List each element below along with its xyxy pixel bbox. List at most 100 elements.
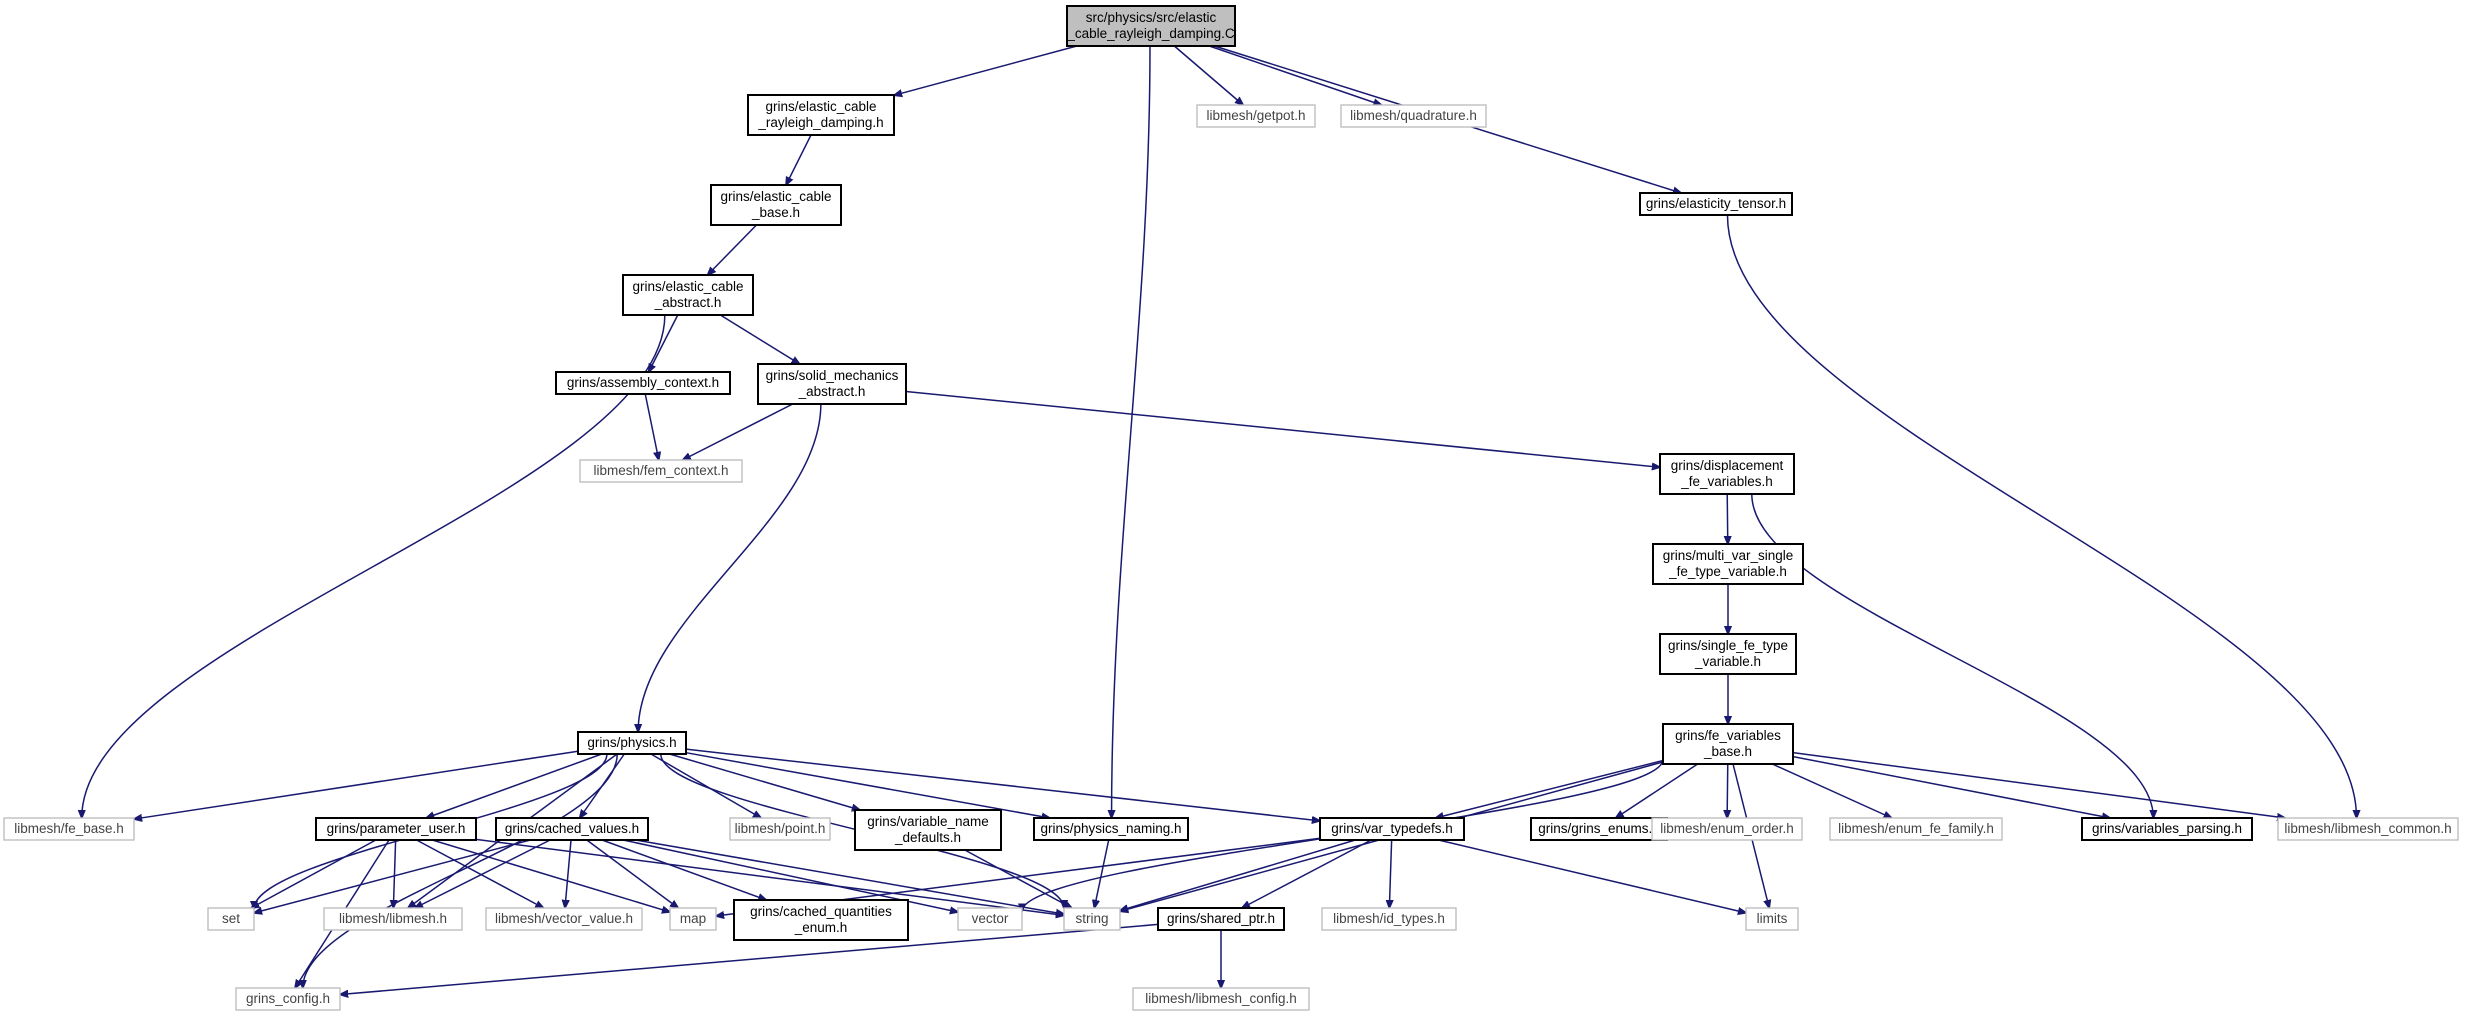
- node-box: [1132, 987, 1310, 1011]
- node-label: grins_config.h: [246, 991, 330, 1006]
- node-box: [1659, 453, 1795, 495]
- node-box: [747, 94, 895, 136]
- node-idtypes: libmesh/id_types.h: [1321, 907, 1457, 931]
- node-label: libmesh/libmesh_config.h: [1145, 991, 1297, 1006]
- edge-puser-to-string: [475, 838, 1064, 915]
- node-box: [1651, 817, 1803, 841]
- node-box: [485, 907, 643, 931]
- node-label: grins/single_fe_type: [1668, 638, 1788, 653]
- node-label: src/physics/src/elastic: [1086, 10, 1217, 25]
- edge-vnd-to-string: [964, 849, 1072, 908]
- node-label: _base.h: [1703, 744, 1752, 759]
- edge-actx-to-femctx: [644, 393, 659, 460]
- node-etens[interactable]: grins/elasticity_tensor.h: [1639, 192, 1793, 216]
- edge-sptr-to-gconfig: [340, 923, 1159, 994]
- node-femctx: libmesh/fem_context.h: [579, 459, 743, 483]
- node-string: string: [1063, 907, 1121, 931]
- edge-fvb-to-genums: [1616, 763, 1699, 818]
- edge-root-to-pnaming: [1112, 45, 1151, 818]
- node-box: [757, 363, 907, 405]
- node-mvs[interactable]: grins/multi_var_single_fe_type_variable.…: [1652, 543, 1804, 585]
- node-box: [733, 899, 909, 941]
- node-quad: libmesh/quadrature.h: [1340, 104, 1487, 128]
- node-efefam: libmesh/enum_fe_family.h: [1829, 817, 2003, 841]
- node-box: [1829, 817, 2003, 841]
- node-label: grins/var_typedefs.h: [1331, 821, 1453, 836]
- node-lconfig: libmesh/libmesh_config.h: [1132, 987, 1310, 1011]
- node-label: grins/variables_parsing.h: [2092, 821, 2242, 836]
- node-ecb[interactable]: grins/elastic_cable_base.h: [710, 184, 842, 226]
- node-dfv[interactable]: grins/displacement_fe_variables.h: [1659, 453, 1795, 495]
- node-label: grins/displacement: [1671, 458, 1784, 473]
- node-label: libmesh/libmesh_common.h: [2284, 821, 2451, 836]
- node-box: [1319, 817, 1465, 841]
- edge-eca-to-sma: [719, 314, 799, 364]
- node-label: libmesh/vector_value.h: [495, 911, 633, 926]
- edge-physics-to-point: [650, 753, 761, 818]
- edges-layer: [82, 45, 2357, 995]
- node-sfe[interactable]: grins/single_fe_type_variable.h: [1659, 633, 1797, 675]
- node-box: [957, 907, 1023, 931]
- node-box: [1033, 817, 1189, 841]
- node-label: _variable.h: [1694, 654, 1761, 669]
- node-label: set: [222, 911, 240, 926]
- node-label: _rayleigh_damping.h: [757, 115, 883, 130]
- node-label: _abstract.h: [798, 384, 866, 399]
- node-gconfig: grins_config.h: [235, 987, 341, 1011]
- node-actx[interactable]: grins/assembly_context.h: [555, 371, 731, 395]
- node-box: [577, 731, 687, 755]
- edge-physics-to-vtd: [685, 748, 1320, 821]
- node-box: [1063, 907, 1121, 931]
- node-label: grins/shared_ptr.h: [1167, 911, 1275, 926]
- node-vtd[interactable]: grins/var_typedefs.h: [1319, 817, 1465, 841]
- edge-root-to-quad: [1209, 45, 1381, 105]
- edge-cvals-to-set: [254, 839, 531, 913]
- edge-sma-to-femctx: [683, 403, 794, 460]
- edge-cvals-to-cqe: [601, 839, 766, 900]
- node-eca[interactable]: grins/elastic_cable_abstract.h: [622, 274, 754, 316]
- node-vparse[interactable]: grins/variables_parsing.h: [2081, 817, 2253, 841]
- node-puser[interactable]: grins/parameter_user.h: [315, 817, 477, 841]
- node-cqe[interactable]: grins/cached_quantities_enum.h: [733, 899, 909, 941]
- edge-puser-to-map: [432, 839, 670, 912]
- edge-ecrd-to-ecb: [786, 134, 812, 185]
- node-fvb[interactable]: grins/fe_variables_base.h: [1662, 723, 1794, 765]
- node-pnaming[interactable]: grins/physics_naming.h: [1033, 817, 1189, 841]
- node-root[interactable]: src/physics/src/elastic_cable_rayleigh_d…: [1066, 5, 1236, 47]
- node-label: libmesh/quadrature.h: [1350, 108, 1477, 123]
- node-ecrd[interactable]: grins/elastic_cable_rayleigh_damping.h: [747, 94, 895, 136]
- node-box: [2081, 817, 2253, 841]
- node-getpot: libmesh/getpot.h: [1196, 104, 1316, 128]
- node-box: [1639, 192, 1793, 216]
- node-label: limits: [1757, 911, 1788, 926]
- node-sptr[interactable]: grins/shared_ptr.h: [1157, 907, 1285, 931]
- edge-fvb-to-vparse: [1792, 755, 2110, 818]
- node-vnd[interactable]: grins/variable_name_defaults.h: [854, 809, 1002, 851]
- node-genums[interactable]: grins/grins_enums.h: [1530, 817, 1668, 841]
- node-map: map: [669, 907, 717, 931]
- node-label: vector: [972, 911, 1009, 926]
- node-vector: vector: [957, 907, 1023, 931]
- edge-fvb-to-lcommon: [1792, 751, 2285, 818]
- node-box: [729, 817, 831, 841]
- node-label: grins/assembly_context.h: [567, 375, 719, 390]
- edge-cvals-to-libmesh: [415, 839, 551, 908]
- edge-physics-to-puser: [426, 753, 603, 818]
- node-cvals[interactable]: grins/cached_values.h: [495, 817, 649, 841]
- node-label: libmesh/fem_context.h: [593, 463, 728, 478]
- node-box: [1196, 104, 1316, 128]
- node-sma[interactable]: grins/solid_mechanics_abstract.h: [757, 363, 907, 405]
- node-label: _abstract.h: [654, 295, 722, 310]
- node-label: _defaults.h: [894, 830, 961, 845]
- edge-ecb-to-eca: [708, 224, 757, 275]
- edge-puser-to-vecval: [416, 839, 544, 908]
- edge-physics-to-pnaming: [685, 751, 1050, 818]
- edge-cvals-to-map: [586, 839, 678, 908]
- node-box: [622, 274, 754, 316]
- node-label: grins/elasticity_tensor.h: [1646, 196, 1786, 211]
- node-lcommon: libmesh/libmesh_common.h: [2277, 817, 2459, 841]
- node-label: libmesh/enum_fe_family.h: [1838, 821, 1994, 836]
- node-physics[interactable]: grins/physics.h: [577, 731, 687, 755]
- edge-fvb-to-eorder: [1727, 763, 1728, 818]
